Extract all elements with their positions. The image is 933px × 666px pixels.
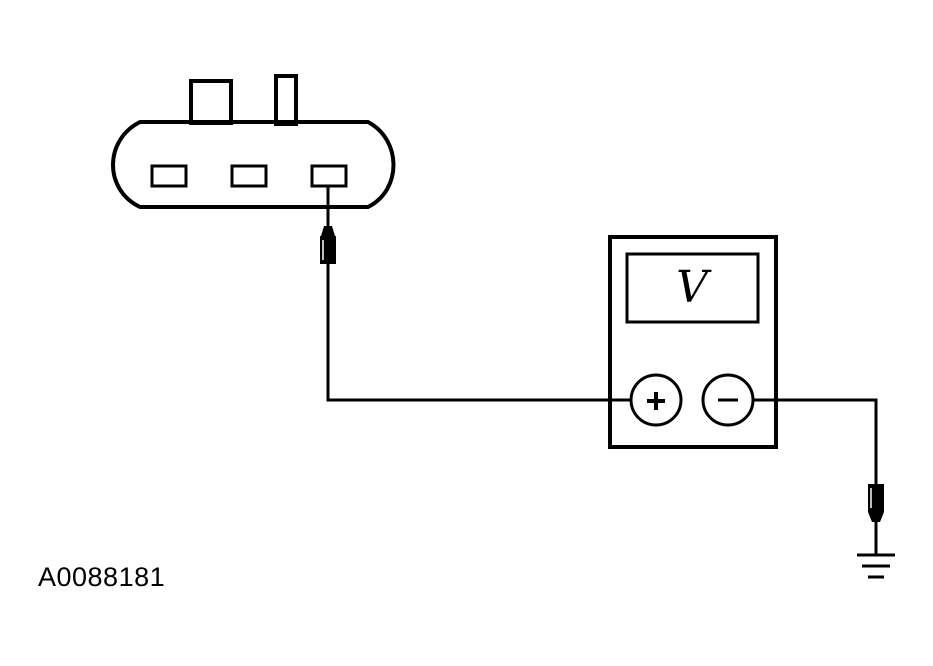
positive-wire: [326, 264, 630, 402]
negative-test-lead: [753, 398, 895, 579]
voltmeter: V: [608, 235, 778, 449]
three-pin-connector-icon: [111, 74, 396, 209]
positive-test-lead: [320, 186, 630, 402]
voltmeter-body: [608, 235, 778, 449]
connector-housing: [111, 120, 396, 209]
connector-tab-right: [274, 74, 298, 126]
voltmeter-display-symbol: V: [676, 262, 712, 313]
connector-pin-1: [150, 164, 188, 188]
negative-wire: [753, 398, 878, 484]
test-probe-icon: [868, 484, 884, 522]
ground-symbol-icon: [857, 553, 895, 579]
test-probe-icon: [320, 226, 336, 264]
connector-tab-left: [189, 79, 233, 125]
plus-icon: [647, 392, 665, 410]
voltmeter-display: [625, 252, 760, 324]
connector-pin-3: [310, 164, 348, 188]
figure-reference-id: A0088181: [38, 562, 166, 592]
connector-pin-2: [230, 164, 268, 188]
